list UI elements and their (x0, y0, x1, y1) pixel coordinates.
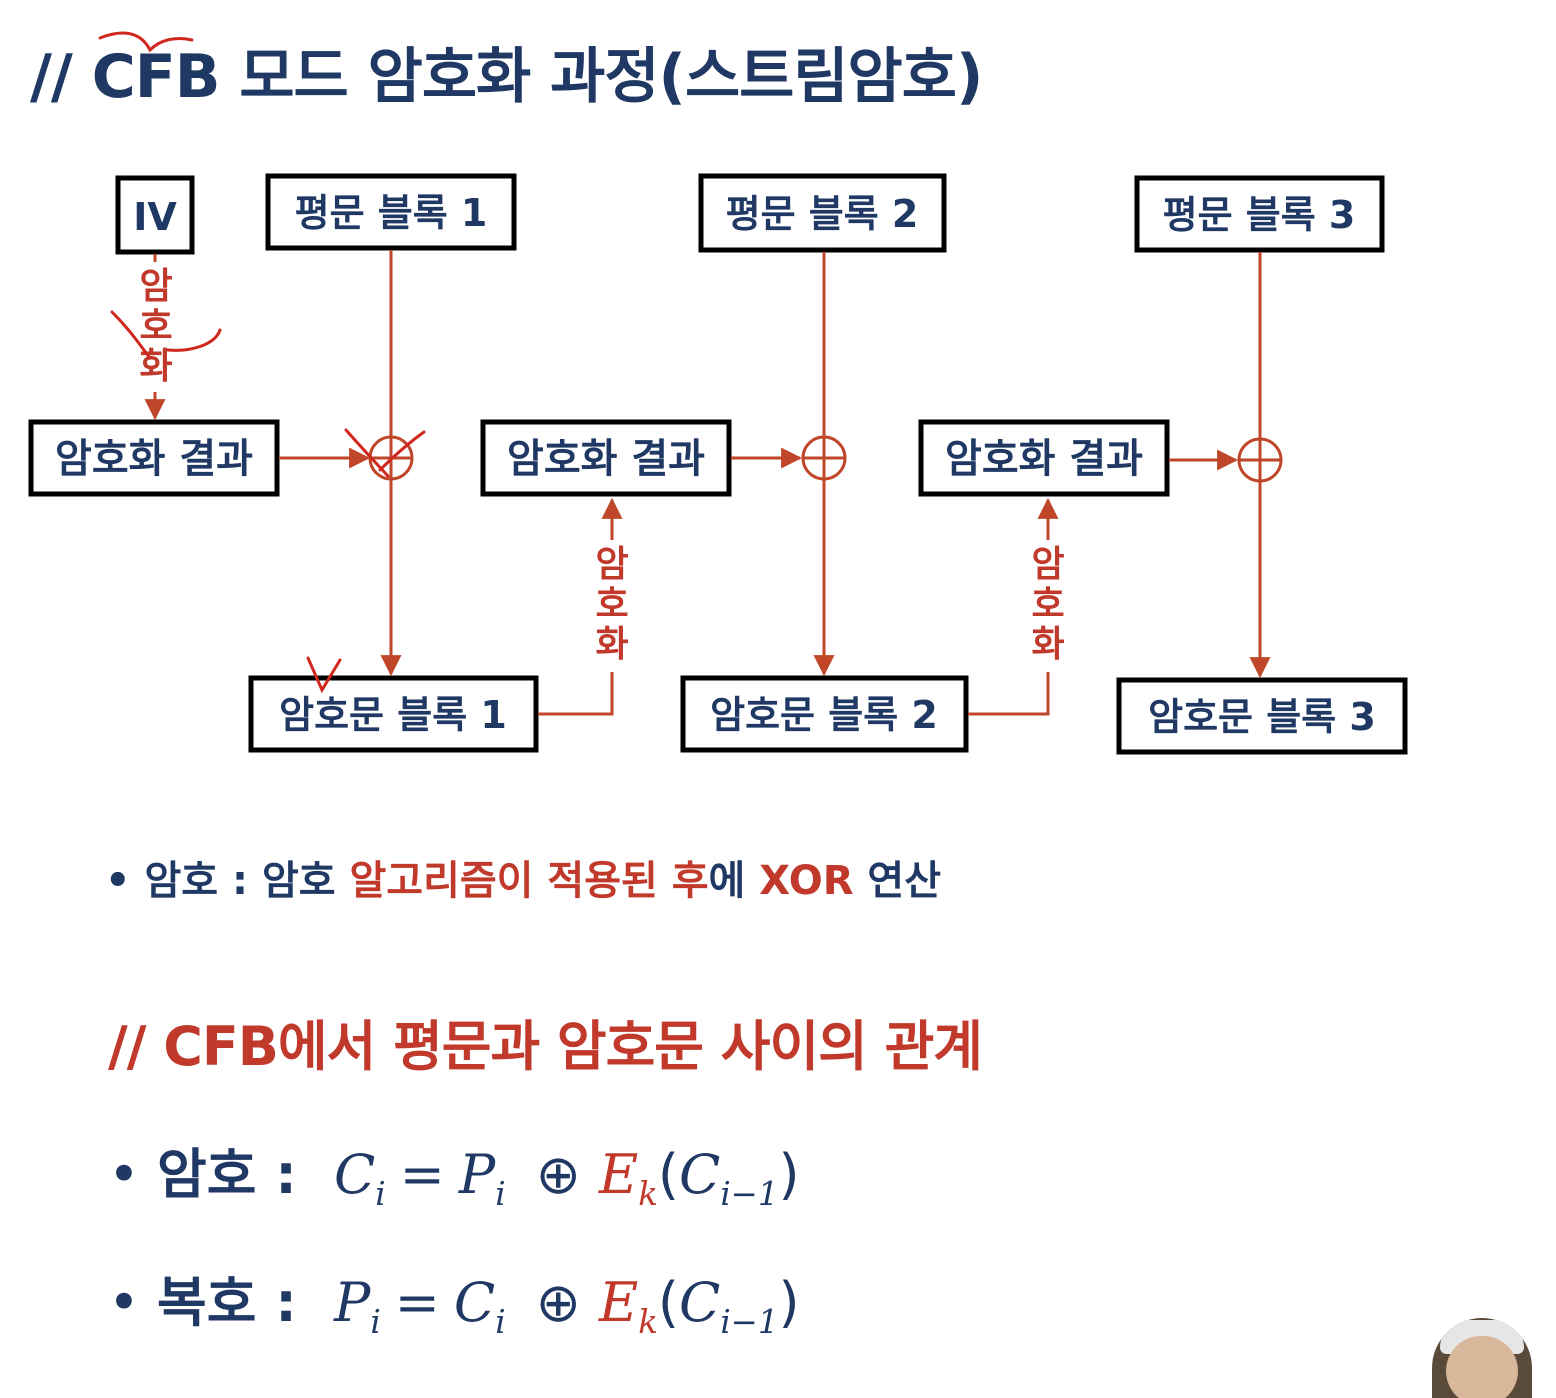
handwritten-marks (98, 31, 426, 694)
presenter-avatar (1432, 1318, 1532, 1398)
plaintext-block-1: 평문 블록 1 (265, 173, 517, 251)
iv-label: IV (133, 195, 177, 239)
bullet-suffix: 연산 (853, 858, 942, 904)
encrypt-bullet: • (108, 1143, 158, 1206)
avatar-face (1446, 1336, 1518, 1398)
plaintext-block-2: 평문 블록 2 (698, 173, 947, 253)
vertical-char: 화 (595, 624, 628, 665)
encrypt-result-1: 암호화 결과 (28, 419, 280, 497)
bullet-prefix: 암호 : 암호 (144, 858, 350, 904)
decrypt-bullet: • (108, 1271, 158, 1334)
encrypt-result-3: 암호화 결과 (918, 419, 1170, 497)
bullet-highlight-1: 알고리즘이 적용된 후 (349, 858, 709, 904)
bullet-highlight-2: XOR (759, 858, 854, 904)
plaintext-block-3: 평문 블록 3 (1134, 175, 1385, 253)
vertical-char: 호 (139, 306, 172, 347)
ciphertext-block-3-label: 암호문 블록 3 (1148, 695, 1376, 739)
encrypt-formula-label: 암호 : (157, 1143, 297, 1206)
bullet-dot: • (105, 858, 145, 904)
decrypt-formula-math: Pi=Ci⊕Ek(Ci−1) (333, 1271, 800, 1341)
plaintext-block-2-label: 평문 블록 2 (726, 192, 919, 236)
bullet-note: • 암호 : 암호 알고리즘이 적용된 후에 XOR 연산 (105, 848, 941, 906)
xor-symbol-3 (1237, 437, 1283, 483)
cfb-diagram: IV 평문 블록 1 평문 블록 2 평문 블록 3 암호화 결과 암호화 결과… (28, 31, 1408, 755)
vertical-char: 화 (1031, 624, 1064, 665)
section2-title: // CFB에서 평문과 암호문 사이의 관계 (108, 1015, 983, 1078)
xor-symbol-2 (801, 435, 847, 481)
encrypt-formula-math: Ci=Pi⊕Ek(Ci−1) (333, 1143, 800, 1213)
vertical-char: 암 (1031, 544, 1064, 585)
plaintext-block-3-label: 평문 블록 3 (1163, 193, 1356, 237)
ciphertext-block-2-label: 암호문 블록 2 (710, 693, 938, 737)
vertical-char: 암 (139, 266, 172, 307)
decrypt-formula-label: 복호 : (157, 1271, 297, 1334)
decrypt-formula: • 복호 : Pi=Ci⊕Ek(Ci−1) (108, 1258, 800, 1341)
vertical-char: 호 (1031, 584, 1064, 625)
encrypt-result-3-label: 암호화 결과 (945, 436, 1143, 482)
ciphertext-block-1: 암호문 블록 1 (248, 675, 539, 753)
ciphertext-block-2: 암호문 블록 2 (680, 675, 969, 753)
encrypt-result-2: 암호화 결과 (480, 419, 732, 497)
iv-box: IV (115, 175, 195, 255)
bullet-middle: 에 (708, 858, 760, 904)
encrypt-result-2-label: 암호화 결과 (507, 436, 705, 482)
encrypt-formula: • 암호 : Ci=Pi⊕Ek(Ci−1) (108, 1130, 800, 1213)
encrypt-result-1-label: 암호화 결과 (55, 436, 253, 482)
vertical-char: 호 (595, 584, 628, 625)
plaintext-block-1-label: 평문 블록 1 (295, 191, 488, 235)
ciphertext-block-3: 암호문 블록 3 (1116, 677, 1408, 755)
ciphertext-block-1-label: 암호문 블록 1 (279, 693, 507, 737)
vertical-char: 암 (595, 544, 628, 585)
page-title: // CFB 모드 암호화 과정(스트림암호) (30, 42, 983, 112)
